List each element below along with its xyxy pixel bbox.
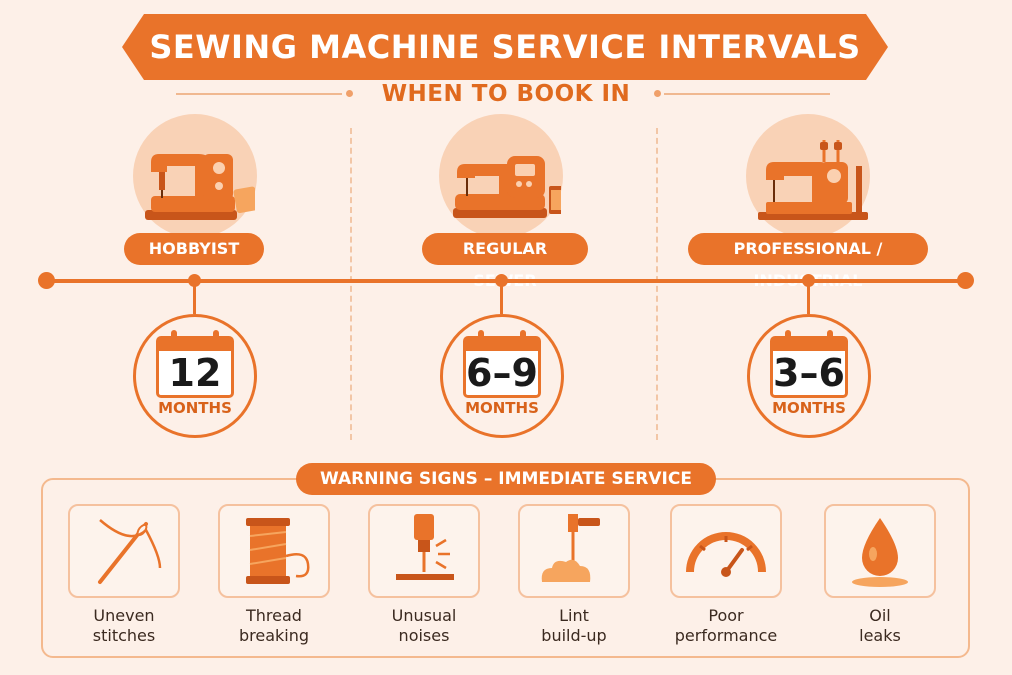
subtitle-dot-right <box>654 90 661 97</box>
timeline-node <box>188 274 201 287</box>
interval-badge-hobbyist: 12 MONTHS <box>133 314 257 438</box>
warning-label-poor-performance: Poor performance <box>674 606 778 645</box>
subtitle-rule-left <box>176 93 342 95</box>
timeline-connector <box>807 284 810 314</box>
thread-spool-icon <box>218 504 330 598</box>
warning-label-lint-build-up: Lint build-up <box>541 606 607 645</box>
interval-value: 3–6 <box>773 351 845 395</box>
interval-value: 6–9 <box>466 351 538 395</box>
warning-label-uneven-stitches: Uneven stitches <box>92 606 156 645</box>
title-banner: SEWING MACHINE SERVICE INTERVALS <box>122 14 888 80</box>
warning-label-unusual-noises: Unusual noises <box>391 606 457 645</box>
industrial-sewing-machine-icon <box>746 114 870 238</box>
calendar-icon: 6–9 <box>463 330 541 398</box>
timeline-connector <box>500 284 503 314</box>
needle-thread-icon <box>68 504 180 598</box>
calendar-icon: 3–6 <box>770 330 848 398</box>
interval-unit: MONTHS <box>772 399 846 417</box>
tier-label-hobbyist: HOBBYIST <box>124 233 264 265</box>
interval-value: 12 <box>168 351 222 395</box>
timeline-start-dot <box>38 272 55 289</box>
interval-unit: MONTHS <box>465 399 539 417</box>
warning-signs-title: WARNING SIGNS – IMMEDIATE SERVICE <box>296 463 716 495</box>
timeline-node <box>495 274 508 287</box>
interval-unit: MONTHS <box>158 399 232 417</box>
lint-pile-icon <box>518 504 630 598</box>
column-divider <box>350 128 352 440</box>
calendar-icon: 12 <box>156 330 234 398</box>
domestic-sewing-machine-icon <box>133 114 257 238</box>
tier-label-regular-sewer: REGULAR SEWER <box>422 233 588 290</box>
subtitle-dot-left <box>346 90 353 97</box>
column-divider <box>656 128 658 440</box>
oil-drop-icon <box>824 504 936 598</box>
noisy-needle-icon <box>368 504 480 598</box>
interval-badge-regular-sewer: 6–9 MONTHS <box>440 314 564 438</box>
page-title: SEWING MACHINE SERVICE INTERVALS <box>149 28 861 66</box>
timeline-end-dot <box>957 272 974 289</box>
interval-badge-professional: 3–6 MONTHS <box>747 314 871 438</box>
tier-label-professional: PROFESSIONAL / INDUSTRIAL <box>688 233 928 290</box>
timeline-node <box>802 274 815 287</box>
timeline-connector <box>193 284 196 314</box>
subtitle-rule-right <box>664 93 830 95</box>
banner-shape <box>122 14 888 80</box>
computerized-sewing-machine-icon <box>439 114 563 238</box>
gauge-icon <box>670 504 782 598</box>
page-subtitle: WHEN TO BOOK IN <box>381 81 631 107</box>
warning-label-oil-leaks: Oil leaks <box>859 606 901 645</box>
warning-label-thread-breaking: Thread breaking <box>238 606 310 645</box>
